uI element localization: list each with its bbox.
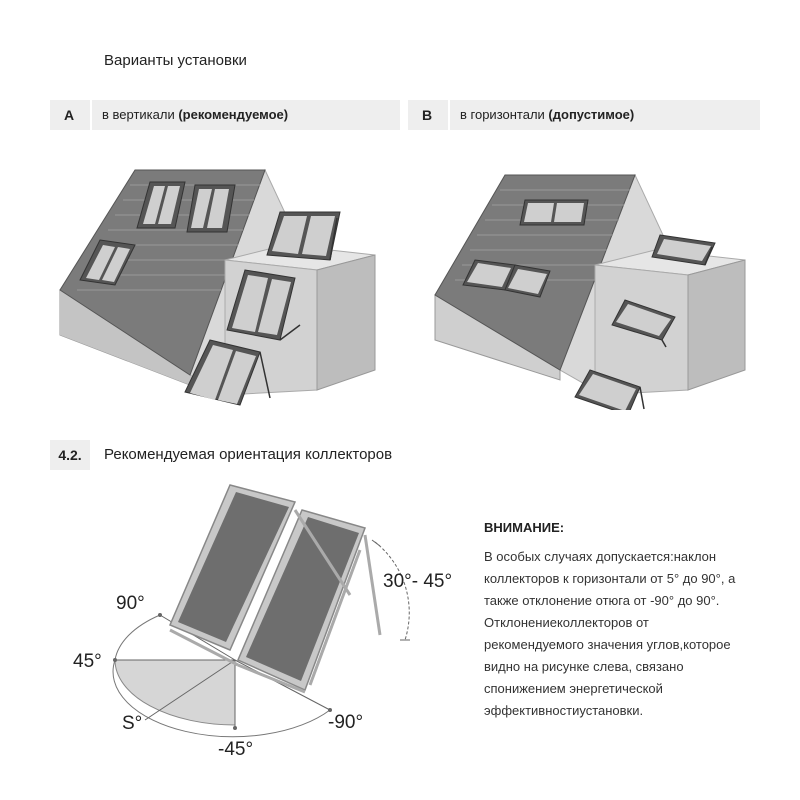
option-b-separator <box>448 100 450 130</box>
attention-line: также отклонение отюга от -90° до 90°. <box>484 593 720 608</box>
option-a-label: в вертикали (рекомендуемое) <box>102 100 288 130</box>
option-a-letter: A <box>63 107 75 123</box>
attention-line: рекомендуемого значения углов,которое <box>484 637 731 652</box>
option-a-emphasis: (рекомендуемое) <box>178 107 289 122</box>
attention-line: эффективностиустановки. <box>484 703 644 718</box>
option-b-bar: B в горизонтали (допустимое) <box>408 100 760 130</box>
tilt-angle-label: 30°- 45° <box>383 571 453 592</box>
option-b-text: в горизонтали <box>460 107 549 122</box>
house-illustration-vertical <box>59 168 376 406</box>
option-b-emphasis: (допустимое) <box>548 107 635 122</box>
house-illustration-horizontal <box>434 173 746 410</box>
option-b-letter: B <box>421 107 433 123</box>
option-a-text: в вертикали <box>102 107 179 122</box>
orientation-diagram <box>112 484 410 738</box>
attention-body: В особых случаях допускается:наклон колл… <box>484 546 774 722</box>
azimuth-45-label: 45° <box>73 651 102 672</box>
azimuth-minus45-label: -45° <box>218 739 254 760</box>
orientation-title: Рекомендуемая ориентация коллекторов <box>104 446 393 463</box>
option-b-label: в горизонтали (допустимое) <box>460 100 634 130</box>
attention-line: видно на рисунке слева, связано <box>484 659 684 674</box>
section-title: Варианты установки <box>104 52 247 69</box>
section-number: 4.2. <box>50 440 90 470</box>
azimuth-south-label: S° <box>122 713 143 734</box>
option-a-bar: A в вертикали (рекомендуемое) <box>50 100 400 130</box>
azimuth-minus90-label: -90° <box>328 712 364 733</box>
attention-line: спонижением энергетической <box>484 681 663 696</box>
attention-line: Отклонениеколлекторов от <box>484 615 649 630</box>
attention-line: коллекторов к горизонтали от 5° до 90°, … <box>484 571 736 586</box>
attention-line: В особых случаях допускается:наклон <box>484 549 717 564</box>
option-a-separator <box>90 100 92 130</box>
azimuth-90-label: 90° <box>116 593 145 614</box>
attention-title: ВНИМАНИЕ: <box>484 520 565 535</box>
